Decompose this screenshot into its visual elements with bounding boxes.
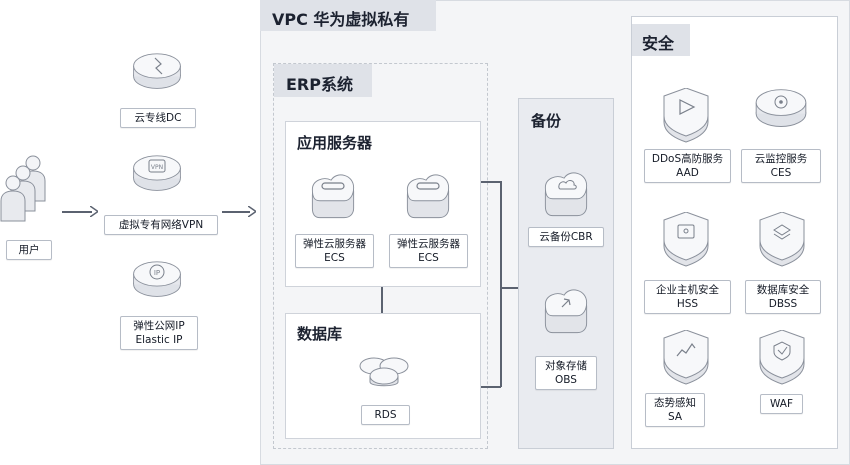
vpn-icon: VPN: [131, 152, 183, 202]
database-title: 数据库: [297, 325, 343, 343]
hss-shield-icon: [656, 212, 716, 268]
arrow-user-to-vpn: [62, 211, 92, 213]
direct-connect-icon: [131, 50, 183, 100]
connector-app-db: [381, 287, 383, 313]
dbss-shield-icon: [752, 212, 812, 268]
backup-title: 备份: [531, 112, 562, 130]
rds-label: RDS: [361, 405, 410, 425]
obs-icon: [536, 285, 596, 339]
connector-to-backup: [500, 287, 518, 289]
waf-shield-icon: [752, 330, 812, 386]
erp-title: ERP系统: [274, 64, 372, 97]
aad-shield-icon: [656, 88, 716, 144]
security-title: 安全: [632, 24, 690, 56]
cbr-icon: [536, 168, 596, 222]
eip-icon: IP: [131, 258, 183, 308]
user-icon: [0, 153, 56, 225]
app-server-title: 应用服务器: [297, 134, 373, 152]
rds-icon: [354, 346, 414, 394]
ces-icon: [753, 86, 809, 136]
connector-erp-backup-bottom: [481, 386, 501, 388]
cbr-label: 云备份CBR: [528, 227, 604, 247]
ecs-1-icon: [303, 170, 363, 224]
svg-text:VPN: VPN: [151, 164, 163, 171]
vpn-label: 虚拟专有网络VPN: [104, 215, 218, 235]
connector-erp-backup-vertical: [500, 181, 502, 387]
vpc-title: VPC 华为虚拟私有: [260, 0, 436, 31]
waf-label: WAF: [760, 394, 803, 414]
arrow-vpn-to-vpc: [222, 211, 250, 213]
arrowhead-user-to-vpn: [90, 206, 98, 217]
sa-shield-icon: [656, 330, 716, 386]
backup-panel: [518, 98, 614, 449]
direct-connect-label: 云专线DC: [120, 108, 196, 128]
user-label: 用户: [6, 240, 52, 260]
arrowhead-vpn-to-vpc: [248, 206, 256, 217]
connector-erp-backup-top: [481, 181, 501, 183]
ecs-2-icon: [398, 170, 458, 224]
svg-text:IP: IP: [154, 269, 160, 277]
